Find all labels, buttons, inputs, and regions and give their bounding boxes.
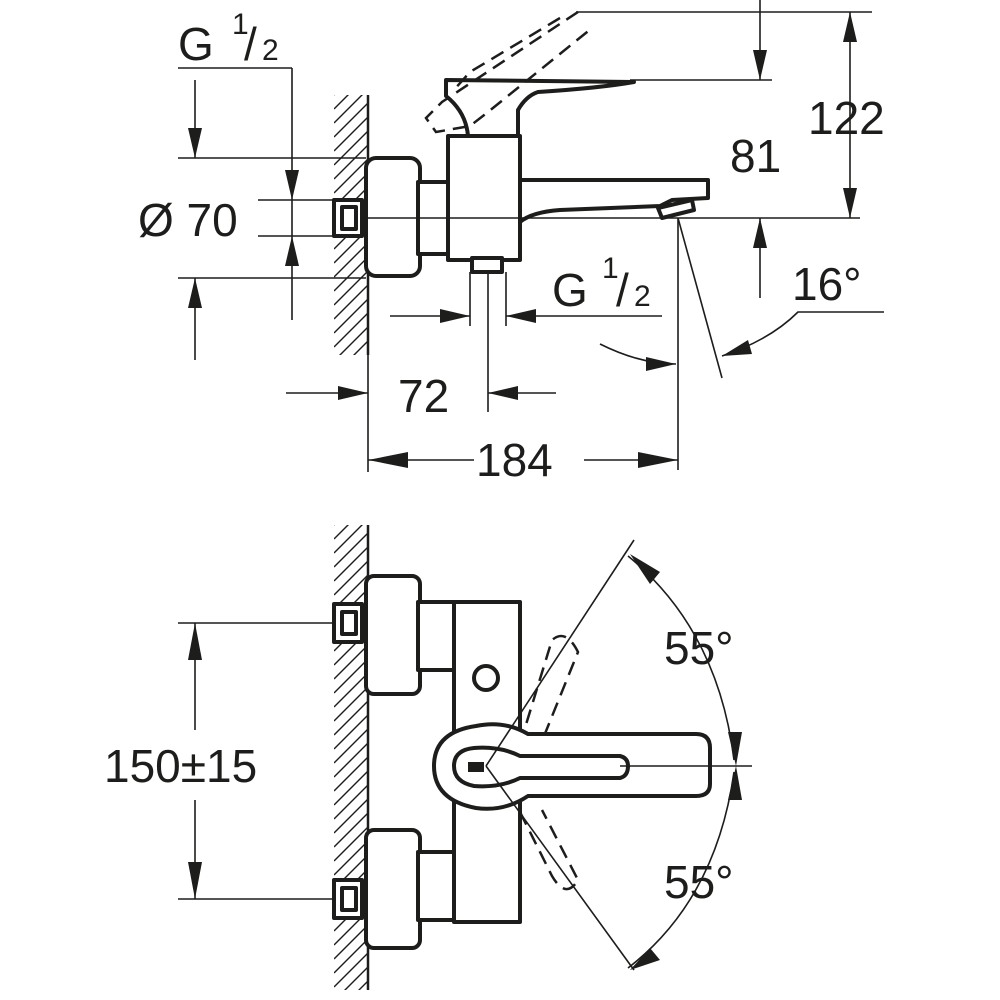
lever-handle-raised [424,10,593,134]
hatch-line [334,812,368,848]
hatch-line [334,686,368,722]
hatch-line [334,798,368,834]
diameter-label: Ø 70 [138,194,238,246]
spout [518,178,710,224]
lever-angle-up-label: 55° [664,622,734,674]
hatch-line [334,560,368,596]
top-view: 150±15 55° 55° [104,525,752,1000]
upper-flange [364,574,422,696]
hatch-line [334,130,368,166]
hatch-line [334,525,363,554]
hatch-line [334,742,368,778]
thread-label-bottom-sup: 1 [602,252,619,285]
centres-label: 150±15 [104,740,257,792]
lower-flange [364,828,422,950]
hatch-line [334,826,368,862]
hatch-line [358,980,368,990]
hatch-line [334,644,368,680]
hatch-line [334,714,368,750]
hatch-line [334,158,368,194]
hatch-line [334,938,368,974]
mixer-body [446,134,522,262]
lever-ghost-down [518,809,580,891]
hatch-line [334,546,368,582]
hatch-line [334,284,368,320]
hatch-line [334,144,368,180]
wall-hatch-bottom [334,525,368,1000]
spout-angle-label: 16° [792,258,862,310]
hatch-line [334,672,368,708]
hatch-line [334,95,335,96]
spout-tip [656,198,696,220]
hatch-line [334,116,368,152]
upper-coupling [416,600,460,672]
hatch-line [334,784,368,820]
hatch-line [334,924,368,960]
lever-handle-raised-2 [451,16,561,93]
thread-label-top-slash: / [244,18,257,70]
hatch-line [334,658,368,694]
lever-marker [468,762,484,772]
thread-label-bottom-slash: / [616,264,629,316]
wall-hatch-top [334,95,368,355]
outlet-offset-label: 72 [398,370,449,422]
hatch-line [334,756,368,792]
connector-nut-inner [340,205,358,231]
hatch-line [334,312,368,348]
hatch-line [334,700,368,736]
hatch-line [334,298,368,334]
projection-label: 184 [476,434,553,486]
diverter-knob [472,664,500,692]
diverter-outlet [470,256,504,274]
thread-label-top-sup: 1 [232,8,249,41]
lever-handle [444,78,636,138]
hatch-line [334,525,335,526]
thread-label-bottom: G [552,264,588,316]
lower-coupling [416,850,460,922]
hatch-line [334,728,368,764]
hatch-line [334,532,368,568]
thread-label-top-sub: 2 [262,34,279,67]
hatch-line [334,102,368,138]
thread-label-bottom-sub: 2 [634,280,651,313]
hatch-line [334,242,368,278]
height-overall-label: 122 [808,92,885,144]
side-view: G 1 / 2 Ø 70 122 81 16° G 1 / 2 [138,0,885,486]
wall-flange [364,156,422,278]
hatch-line [334,952,368,988]
hatch-line [334,770,368,806]
hatch-line [334,270,368,306]
hatch-line [344,966,368,990]
hatch-line [353,340,368,355]
height-spout-label: 81 [730,130,781,182]
hatch-line [334,840,368,876]
hatch-line [334,95,363,124]
hatch-line [334,256,368,292]
lever-ghost-up [518,634,580,747]
lever-angle-down-label: 55° [664,856,734,908]
hatch-line [334,995,368,1000]
lever-inner [452,745,630,789]
hatch-line [339,326,368,355]
thread-label-top: G [178,18,214,70]
hatch-line [367,354,368,355]
hatch-line [334,525,349,540]
hatch-line [334,95,349,110]
